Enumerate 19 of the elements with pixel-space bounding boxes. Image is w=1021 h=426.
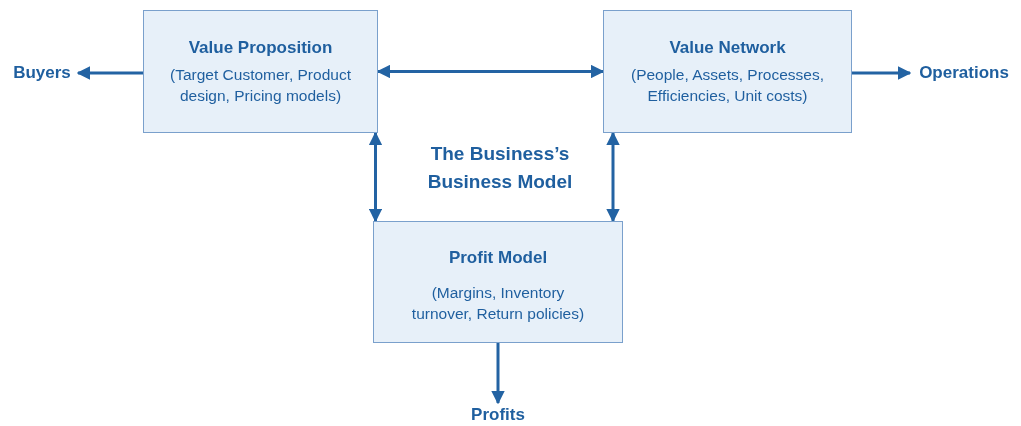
endpoint-label: Profits xyxy=(471,405,525,425)
arrow xyxy=(852,66,912,80)
endpoint-label: Buyers xyxy=(13,63,71,83)
endpoint-label: Operations xyxy=(919,63,1009,83)
process-box xyxy=(373,221,623,343)
process-box xyxy=(143,10,378,133)
box-description: (Target Customer, Product design, Pricing models) xyxy=(169,64,352,106)
arrow xyxy=(606,131,620,223)
box-description: (People, Assets, Processes, Efficiencies, Unit costs) xyxy=(630,64,825,106)
arrow xyxy=(76,66,143,80)
arrow xyxy=(491,343,505,405)
diagram-title: The Business’s Business Model xyxy=(426,142,574,194)
box-heading: Value Network xyxy=(669,37,786,58)
box-heading: Value Proposition xyxy=(188,37,333,58)
arrow xyxy=(376,64,605,79)
box-description: (Margins, Inventory turnover, Return policies) xyxy=(410,283,586,324)
process-box xyxy=(603,10,852,133)
arrow xyxy=(368,131,383,223)
box-heading: Profit Model xyxy=(448,248,548,268)
